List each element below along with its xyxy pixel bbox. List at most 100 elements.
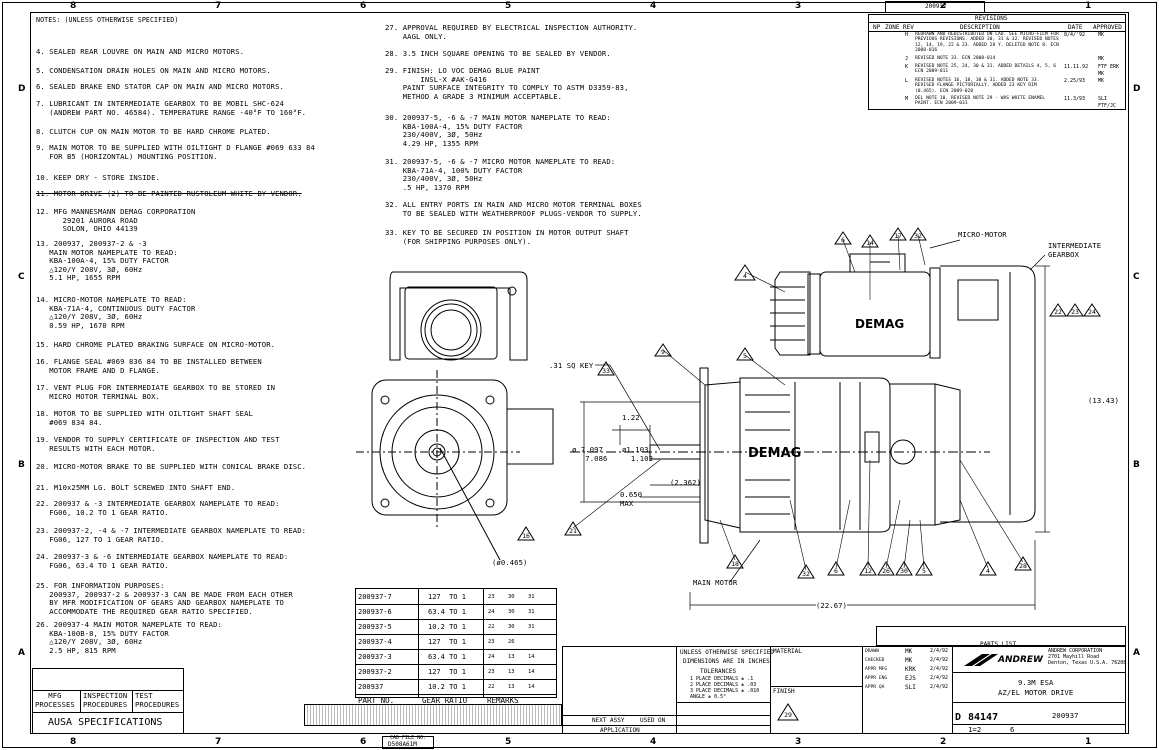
table-row-part: 200937-5 xyxy=(358,623,392,631)
table-row-part: 200937-2 xyxy=(358,668,392,676)
signature-date: 2/4/92 xyxy=(930,675,949,681)
tb-line-h4 xyxy=(770,686,862,687)
dim-7-097: ø 7.097 7.086 xyxy=(572,445,608,463)
table-row-ratio: 63.4 TO 1 xyxy=(428,653,466,661)
note-left: 19. VENDOR TO SUPPLY CERTIFICATE OF INSP… xyxy=(36,435,280,453)
signature-date: 2/4/92 xyxy=(930,684,949,690)
tb-line-h2 xyxy=(562,715,770,716)
note-left: 10. KEEP DRY - STORE INSIDE. xyxy=(36,173,160,182)
note-left: 23. 200937-2, -4 & -7 INTERMEDIATE GEARB… xyxy=(36,526,307,544)
table-row-ratio: 10.2 TO 1 xyxy=(428,623,466,631)
svg-text:29: 29 xyxy=(784,711,792,719)
table-header: GEAR RATIO xyxy=(422,696,468,705)
table-row-part: 200937-3 xyxy=(358,653,392,661)
dim-1-22: 1.22 xyxy=(622,413,640,422)
note-left: 18. MOTOR TO BE SUPPLIED WITH OILTIGHT S… xyxy=(36,409,253,427)
revision-letter: M xyxy=(905,96,909,102)
svg-text:6: 6 xyxy=(841,236,845,244)
zone-top-1: 1 xyxy=(1085,1,1092,11)
revision-approved: SLI FTF/JC xyxy=(1098,96,1117,109)
note-left: 20. MICRO-MOTOR BRAKE TO BE SUPPLIED WIT… xyxy=(36,462,307,471)
table-header: PART NO. xyxy=(358,696,395,705)
svg-text:6: 6 xyxy=(834,567,838,575)
title-line-2: AZ/EL MOTOR DRIVE xyxy=(998,688,1074,697)
table-row-remark: 30 xyxy=(508,594,515,600)
svg-text:24: 24 xyxy=(1088,308,1096,316)
tb-line-h5 xyxy=(952,672,1126,673)
revision-date: 2.25/93 xyxy=(1064,78,1086,84)
signature-name: EJS xyxy=(905,675,916,682)
revision-approved: FTF ERK MK xyxy=(1098,64,1120,77)
revision-date: 11.11.92 xyxy=(1064,64,1089,70)
mfg-processes: MFG PROCESSES xyxy=(35,691,75,709)
dim-22-67: (22.67) xyxy=(816,601,847,611)
note-left: 21. M10x25MM LG. BOLT SCREWED INTO SHAFT… xyxy=(36,483,236,492)
rev-header-zone: ZONE xyxy=(885,24,900,31)
zone-left-B: B xyxy=(18,460,25,470)
svg-text:4: 4 xyxy=(743,272,747,280)
cad-file-label: CAD FILE NO. xyxy=(390,735,427,741)
table-row-remark: 30 xyxy=(508,609,515,615)
zone-left-D: D xyxy=(18,84,26,94)
svg-text:9: 9 xyxy=(661,348,665,356)
spec-box-divider-h xyxy=(32,690,184,691)
spec-box xyxy=(32,668,184,734)
parts-list-box xyxy=(876,626,1126,646)
scale-value: 1=2 xyxy=(968,725,982,734)
svg-text:4: 4 xyxy=(986,567,990,575)
svg-text:21: 21 xyxy=(569,527,577,535)
revision-description: REVISED NOTE 33. ECN 2008-014 xyxy=(915,56,996,61)
title-block xyxy=(562,646,1126,734)
signature-date: 2/4/92 xyxy=(930,657,949,663)
table-row-part: 200937-4 xyxy=(358,638,392,646)
tb-line-h7 xyxy=(952,724,1126,725)
signature-role: DRAWN xyxy=(865,649,879,654)
end-view xyxy=(356,271,554,561)
dims-inches: DIMENSIONS ARE IN INCHES xyxy=(683,658,770,665)
spec-box-divider xyxy=(32,712,184,713)
note-left: 16. FLANGE SEAL #069 836 84 TO BE INSTAL… xyxy=(36,357,262,375)
svg-text:14: 14 xyxy=(866,239,874,247)
table-row-remark: 22 xyxy=(488,684,495,690)
table-row-ratio: 127 TO 1 xyxy=(428,668,466,676)
cad-file-value: D508A61M xyxy=(388,741,417,748)
zone-bottom-5: 5 xyxy=(505,737,512,747)
size-value: D xyxy=(955,712,962,723)
revision-approved: MK xyxy=(1098,32,1105,38)
table-row-remark: 24 xyxy=(488,609,495,615)
zone-right-C: C xyxy=(1133,272,1140,282)
svg-text:17: 17 xyxy=(894,232,902,240)
table-row-remark: 14 xyxy=(528,669,535,675)
revision-approved: MK xyxy=(1098,56,1105,62)
label-main-motor: MAIN MOTOR xyxy=(693,578,738,587)
revision-description: DEL NOTE 10. REVISED NOTE 29 - WAS WHITE… xyxy=(915,96,1045,107)
signature-role: APPR QA xyxy=(865,685,885,690)
material-label: MATERIAL xyxy=(773,648,802,655)
table-row-remark: 23 xyxy=(488,594,495,600)
label-micro-motor: MICRO-MOTOR xyxy=(958,230,1007,239)
tb-line-v1 xyxy=(676,646,677,734)
zone-top-4: 4 xyxy=(650,1,657,11)
used-on-label: USED ON xyxy=(640,717,666,724)
tb-line-v4 xyxy=(952,646,953,734)
revision-description: REDRAWN AND REDISTRIBUTED ON CAD. SEE MI… xyxy=(915,32,1059,54)
note-left: 17. VENT PLUG FOR INTERMEDIATE GEARBOX T… xyxy=(36,383,276,401)
zone-bottom-1: 1 xyxy=(1085,737,1092,747)
inspection-procedures: INSPECTION PROCEDURES xyxy=(83,691,128,709)
table-row-remark: 22 xyxy=(488,624,495,630)
dim-2-362: (2.362) xyxy=(670,478,701,487)
revisions-block xyxy=(868,14,1126,110)
andrew-logo-text: ANDREW xyxy=(998,655,1043,665)
dim-1-103: ø1.103 1.102 xyxy=(622,445,653,463)
note-left: 7. LUBRICANT IN INTERMEDIATE GEARBOX TO … xyxy=(36,99,307,117)
zone-top-7: 7 xyxy=(215,1,222,11)
unless-specified: UNLESS OTHERWISE SPECIFIED xyxy=(680,649,774,656)
revision-date: 11.3/93 xyxy=(1064,96,1086,102)
table-row-line xyxy=(355,679,557,680)
table-row-remark: 13 xyxy=(508,654,515,660)
rev-header-rev: REV xyxy=(903,24,914,31)
zone-top-8: 8 xyxy=(70,1,77,11)
cad-file-box xyxy=(382,736,434,749)
table-header: REMARKS xyxy=(487,696,519,705)
